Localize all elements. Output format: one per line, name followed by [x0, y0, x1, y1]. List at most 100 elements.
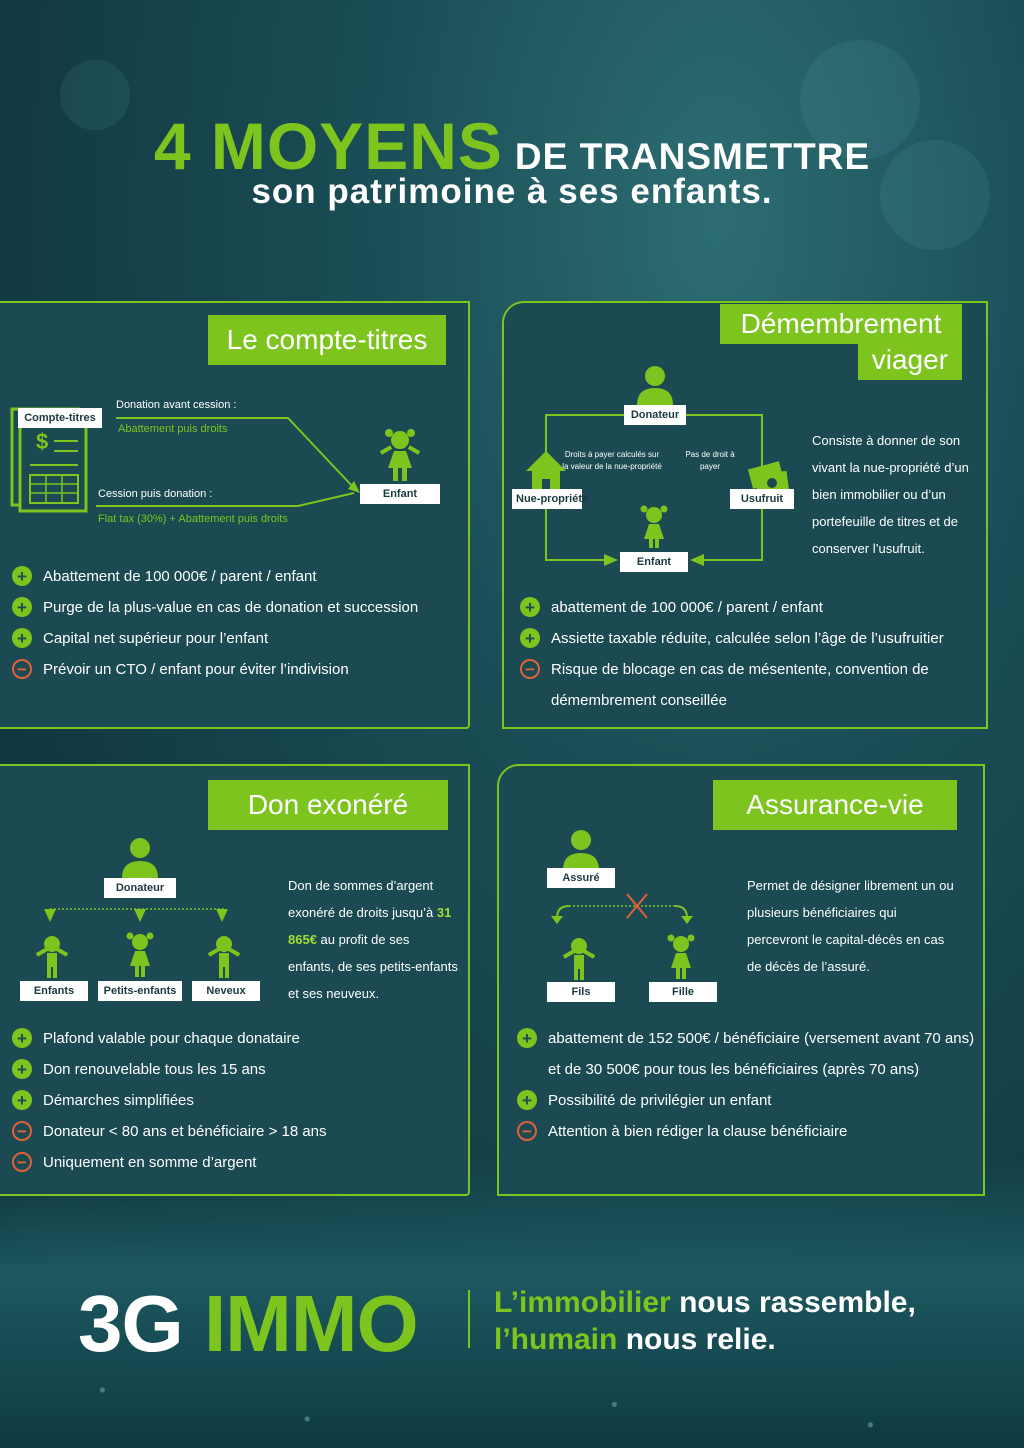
arrow1-sublabel: Abattement puis droits — [118, 423, 228, 435]
arrow-donation — [116, 417, 355, 489]
list-item: −Prévoir un CTO / enfant pour éviter l’i… — [12, 654, 462, 685]
child-boy-icon — [562, 938, 596, 980]
list-item: +abattement de 100 000€ / parent / enfan… — [520, 592, 980, 623]
list-item: +Don renouvelable tous les 15 ans — [12, 1054, 462, 1085]
list-item: +Purge de la plus-value en cas de donati… — [12, 592, 462, 623]
page-subtitle: son patrimoine à ses enfants. — [251, 172, 773, 211]
child-label: Enfant — [360, 484, 440, 504]
fille-label: Fille — [649, 982, 717, 1002]
plus-icon: + — [12, 597, 32, 617]
don-exonere-description: Don de sommes d’argent exonéré de droits… — [288, 878, 458, 1001]
minus-icon: − — [12, 1121, 32, 1141]
minus-icon: − — [520, 659, 540, 679]
panel-title: Le compte-titres — [208, 315, 446, 365]
demembrement-description: Consiste à donner de son vivant la nue-p… — [812, 433, 969, 556]
list-item: +Assiette taxable réduite, calculée selo… — [520, 623, 980, 654]
compte-titres-diagram: $ — [10, 407, 421, 513]
brand-logo: 3G IMMO — [78, 1278, 419, 1370]
plus-icon: + — [517, 1028, 537, 1048]
list-item: −Donateur < 80 ans et bénéficiaire > 18 … — [12, 1116, 462, 1147]
page-title: 4 MOYENS DE TRANSMETTRE — [0, 108, 1024, 184]
cross-icon — [626, 893, 648, 919]
footer-divider — [468, 1290, 470, 1348]
list-item: +Démarches simplifiées — [12, 1085, 462, 1116]
panel-title-line2: viager — [857, 344, 962, 381]
plus-icon: + — [520, 628, 540, 648]
advantages-list: +abattement de 100 000€ / parent / enfan… — [520, 592, 980, 716]
person-icon — [563, 830, 599, 870]
note-pas-de-droit: Pas de droit à payer — [685, 450, 735, 471]
arrow2-sublabel: Flat tax (30%) + Abattement puis droits — [98, 513, 288, 525]
panel-don-exonere: Don exonéré Donateur — [0, 764, 470, 1196]
donateur-label: Donateur — [624, 405, 686, 425]
advantages-list: +Abattement de 100 000€ / parent / enfan… — [12, 561, 462, 685]
bokeh-light — [880, 140, 990, 250]
arrow1-label: Donation avant cession : — [116, 399, 237, 411]
brand-name-green: IMMO — [203, 1279, 419, 1368]
child-girl-icon — [640, 505, 668, 548]
child-boy-icon — [35, 936, 69, 978]
list-item: +abattement de 152 500€ / bénéficiaire (… — [517, 1023, 979, 1085]
bokeh-light — [60, 60, 130, 130]
beneficiary-label: Neveux — [192, 981, 260, 1001]
glitter-background — [0, 1158, 1024, 1448]
plus-icon: + — [12, 566, 32, 586]
panel-assurance-vie: Assurance-vie Assuré Fils Fille — [497, 764, 985, 1196]
beneficiary-label: Enfants — [20, 981, 88, 1001]
panel-title: Don exonéré — [208, 780, 448, 830]
arrow2-label: Cession puis donation : — [98, 488, 213, 500]
enfant-label: Enfant — [620, 552, 688, 572]
list-item: +Abattement de 100 000€ / parent / enfan… — [12, 561, 462, 592]
plus-icon: + — [12, 1028, 32, 1048]
person-icon — [637, 366, 673, 405]
panel-demembrement: Démembrement viager Donateur Nue-p — [502, 301, 988, 729]
arrow-cession — [96, 492, 355, 507]
child-girl-icon — [379, 429, 421, 481]
svg-text:$: $ — [36, 429, 48, 454]
list-item: +Capital net supérieur pour l’enfant — [12, 623, 462, 654]
panel-title: Assurance-vie — [713, 780, 957, 830]
minus-icon: − — [12, 1152, 32, 1172]
bokeh-light — [800, 40, 920, 160]
assure-label: Assuré — [547, 868, 615, 888]
house-icon — [526, 451, 566, 492]
slogan: L’immobilier nous rassemble, l’humain no… — [494, 1286, 916, 1356]
plus-icon: + — [12, 1059, 32, 1079]
advantages-list: +Plafond valable pour chaque donataire +… — [12, 1023, 462, 1178]
plus-icon: + — [520, 597, 540, 617]
person-icon — [122, 838, 158, 878]
child-girl-icon — [126, 932, 154, 977]
list-item: −Risque de blocage en cas de mésentente,… — [520, 654, 980, 716]
compte-titres-label: Compte-titres — [18, 408, 102, 428]
title-rest: DE TRANSMETTRE — [514, 136, 871, 177]
advantages-list: +abattement de 152 500€ / bénéficiaire (… — [517, 1023, 979, 1147]
panel-title-line1: Démembrement — [720, 303, 962, 344]
list-item: +Plafond valable pour chaque donataire — [12, 1023, 462, 1054]
child-girl-icon — [667, 934, 695, 979]
beneficiary-label: Petits-enfants — [98, 981, 182, 1001]
plus-icon: + — [517, 1090, 537, 1110]
document-icon: $ — [10, 407, 88, 513]
panel-compte-titres: Le compte-titres $ Compte-titres Dona — [0, 301, 470, 729]
donateur-label: Donateur — [104, 878, 176, 898]
amount-highlight: 31 865€ — [288, 905, 452, 947]
minus-icon: − — [12, 659, 32, 679]
title-highlight: 4 MOYENS — [153, 109, 503, 183]
nue-propriete-label: Nue-propriété — [512, 489, 588, 509]
assurance-vie-diagram — [551, 830, 695, 980]
note-droits: Droits à payer calculés sur la valeur de… — [562, 450, 662, 471]
fils-label: Fils — [547, 982, 615, 1002]
plus-icon: + — [12, 628, 32, 648]
brand-name-white: 3G — [78, 1279, 184, 1368]
assurance-vie-description: Permet de désigner librement un ou plusi… — [747, 878, 954, 974]
demembrement-diagram — [526, 366, 790, 566]
plus-icon: + — [12, 1090, 32, 1110]
minus-icon: − — [517, 1121, 537, 1141]
usufruit-label: Usufruit — [730, 489, 794, 509]
list-item: −Attention à bien rédiger la clause béné… — [517, 1116, 979, 1147]
list-item: +Possibilité de privilégier un enfant — [517, 1085, 979, 1116]
child-boy-icon — [207, 936, 241, 978]
panel-title: Démembrement viager — [720, 303, 962, 381]
don-exonere-diagram — [35, 838, 241, 978]
list-item: −Uniquement en somme d’argent — [12, 1147, 462, 1178]
